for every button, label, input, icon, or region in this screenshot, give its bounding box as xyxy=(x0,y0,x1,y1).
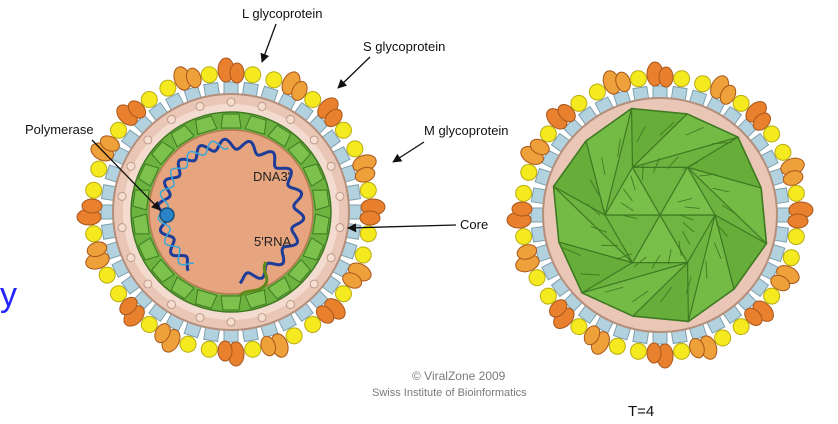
glycoprotein-spike xyxy=(77,199,117,225)
cropped-slide-text: y xyxy=(0,276,17,314)
s-glycoprotein xyxy=(672,342,690,360)
capsomer xyxy=(221,114,241,128)
rna-label: 5'RNA xyxy=(254,234,291,249)
large-glycoprotein xyxy=(82,199,102,213)
dna-label: DNA3' xyxy=(253,169,290,184)
s-glycoprotein xyxy=(359,181,377,199)
s-glycoprotein-label: S glycoprotein xyxy=(363,39,445,54)
glycoprotein-spike xyxy=(647,62,673,102)
core-label: Core xyxy=(460,217,488,232)
s-glycoprotein xyxy=(629,342,647,360)
s-glycoprotein xyxy=(200,340,218,358)
triangulation-label: T=4 xyxy=(628,403,654,420)
envelope-bead xyxy=(227,318,235,326)
large-glycoprotein xyxy=(230,63,244,83)
glycoprotein-spike xyxy=(218,326,244,366)
large-glycoprotein xyxy=(647,343,661,363)
polymerase-label: Polymerase xyxy=(25,122,94,137)
s-glycoprotein xyxy=(787,227,805,245)
s-glycoprotein xyxy=(85,225,103,243)
glycoprotein-spike xyxy=(507,202,547,228)
large-glycoprotein xyxy=(659,67,673,87)
s-glycoprotein xyxy=(244,340,262,358)
glycoprotein-spike xyxy=(218,58,244,98)
s-glycoprotein xyxy=(200,66,218,84)
capsomer xyxy=(133,188,150,210)
l-glycoprotein-arrow xyxy=(262,24,276,62)
capsomer xyxy=(313,214,330,236)
glycoprotein-spike xyxy=(345,199,385,225)
s-glycoprotein-arrow xyxy=(338,57,370,88)
credit-line-1: © ViralZone 2009 xyxy=(412,369,506,383)
large-glycoprotein xyxy=(788,214,808,228)
glycoprotein-spike xyxy=(647,328,673,368)
polymerase-dot xyxy=(160,208,174,222)
s-glycoprotein xyxy=(515,227,533,245)
large-glycoprotein xyxy=(360,211,380,225)
glycoprotein-spike xyxy=(773,202,813,228)
virion-surface-view xyxy=(507,62,813,368)
s-glycoprotein xyxy=(515,184,533,202)
l-glycoprotein-label: L glycoprotein xyxy=(242,6,322,21)
large-glycoprotein xyxy=(512,202,532,216)
capsomer xyxy=(313,188,330,210)
envelope-bead xyxy=(227,98,235,106)
s-glycoprotein xyxy=(672,70,690,88)
s-glycoprotein xyxy=(85,181,103,199)
s-glycoprotein xyxy=(629,70,647,88)
capsomer xyxy=(221,296,241,310)
credit-line-2: Swiss Institute of Bioinformatics xyxy=(372,387,527,399)
m-glycoprotein-arrow xyxy=(393,142,424,162)
s-glycoprotein xyxy=(244,66,262,84)
large-glycoprotein xyxy=(218,341,232,361)
s-glycoprotein xyxy=(787,184,805,202)
virion-cross-section: DNA3' 5'RNA xyxy=(77,58,385,366)
m-glycoprotein-label: M glycoprotein xyxy=(424,123,509,138)
capsomer xyxy=(133,214,150,236)
